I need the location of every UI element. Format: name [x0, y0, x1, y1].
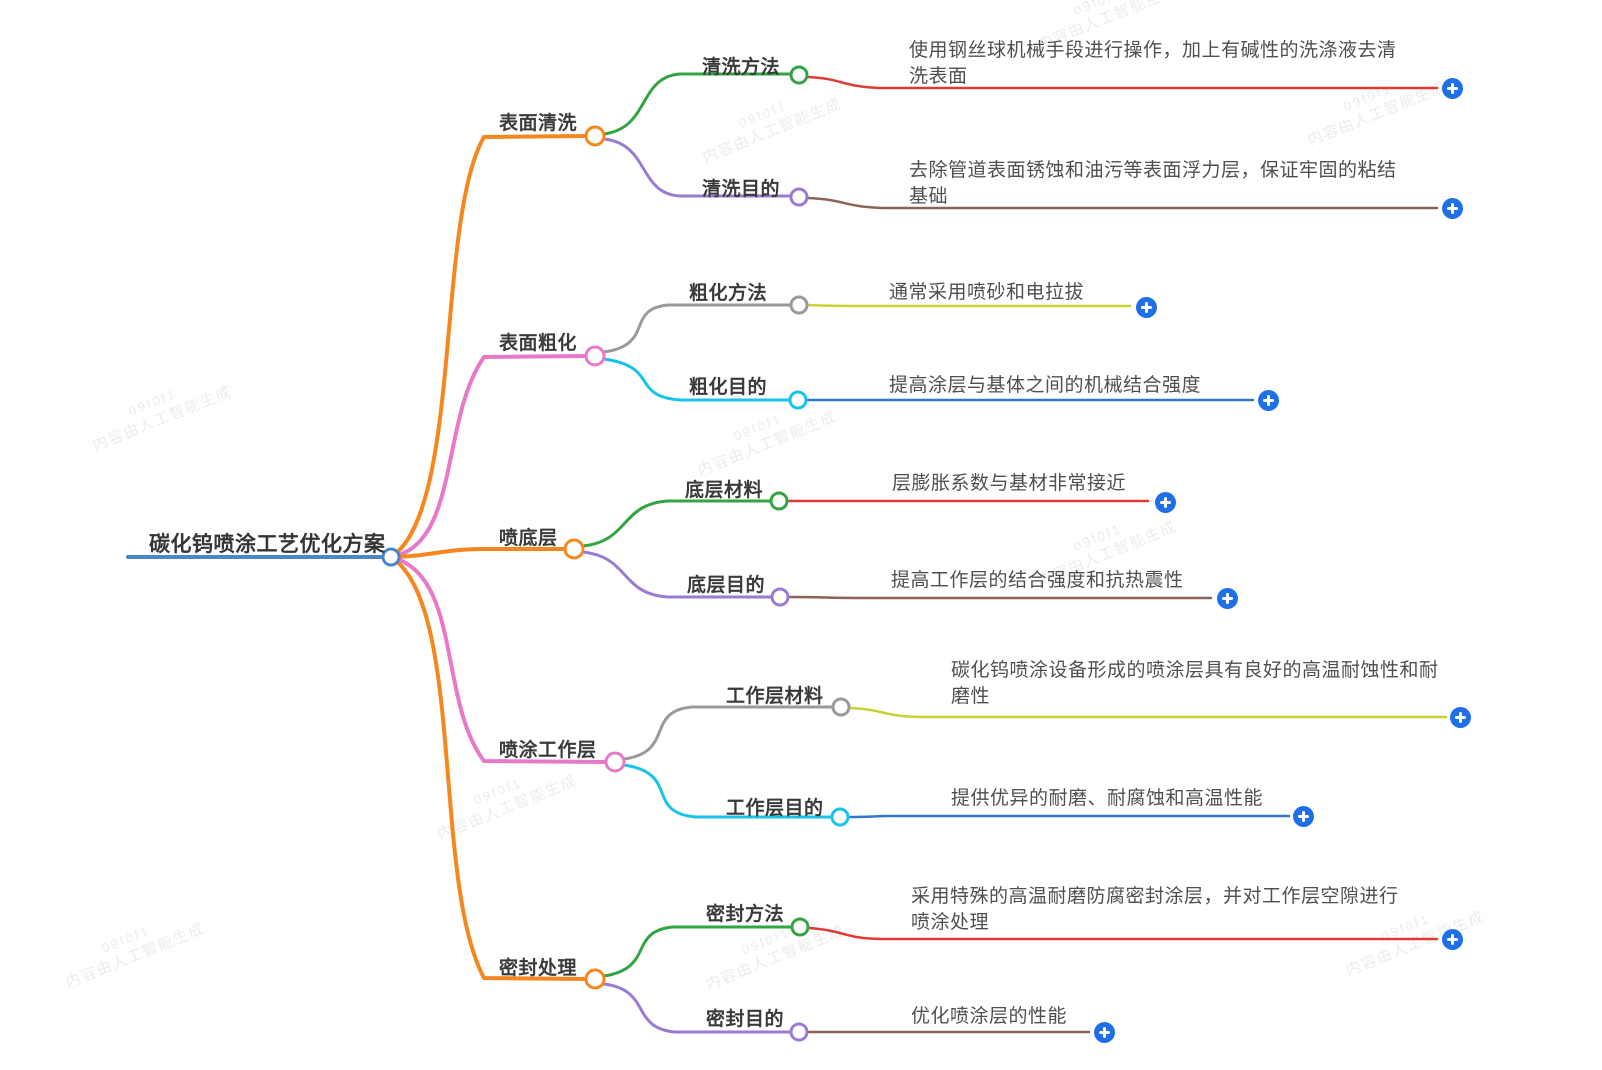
leaf-line-text: 基础 — [909, 186, 949, 207]
subnode-label-base-purpose[interactable]: 底层目的 — [687, 575, 766, 596]
node-circle-working-purpose[interactable] — [830, 807, 850, 827]
subnode-label-roughening-method[interactable]: 粗化方法 — [689, 283, 768, 304]
subnode-label-sealing-purpose[interactable]: 密封目的 — [706, 1009, 785, 1030]
plus-icon[interactable] — [1094, 1022, 1115, 1043]
subnode-label-cleaning-purpose[interactable]: 清洗目的 — [702, 179, 781, 200]
subnode-label-roughening-purpose[interactable]: 粗化目的 — [689, 377, 768, 398]
subnode-label-working-purpose[interactable]: 工作层目的 — [726, 798, 824, 819]
subbranch-curve-working-purpose — [622, 763, 834, 819]
node-circle-roughening-purpose[interactable] — [788, 390, 808, 410]
node-circle-base-material[interactable] — [769, 491, 789, 511]
node-circle-working-layer[interactable] — [604, 751, 626, 773]
plus-icon[interactable] — [1258, 390, 1279, 411]
node-circle-roughening-method[interactable] — [789, 295, 809, 315]
leaf-line-text: 采用特殊的高温耐磨防腐密封涂层，并对工作层空隙进行 — [911, 886, 1399, 907]
subbranch-curve-sealing-purpose — [602, 982, 792, 1034]
leaf-text-base-material[interactable]: 层膨胀系数与基材非常接近 — [892, 471, 1126, 497]
subnode-label-base-material[interactable]: 底层材料 — [685, 480, 764, 501]
branch-label-surface-roughening[interactable]: 表面粗化 — [499, 333, 578, 354]
leaf-line-text: 通常采用喷砂和电拉拔 — [889, 282, 1085, 303]
leaf-line-sealing-method — [807, 926, 1439, 941]
leaf-line-text: 喷涂处理 — [911, 912, 990, 933]
branch-curve-working-layer — [389, 555, 608, 764]
node-circle-working-material[interactable] — [831, 697, 851, 717]
leaf-line-text: 使用钢丝球机械手段进行操作，加上有碱性的洗涤液去清 — [909, 40, 1397, 61]
subnode-label-sealing-method[interactable]: 密封方法 — [706, 904, 785, 925]
leaf-line-base-purpose — [787, 595, 1213, 600]
plus-icon[interactable] — [1136, 297, 1157, 318]
leaf-line-text: 提高工作层的结合强度和抗热震性 — [891, 570, 1184, 591]
node-circle-sealing-method[interactable] — [790, 917, 810, 937]
branch-curve-surface-roughening — [389, 354, 588, 559]
subbranch-curve-working-material — [622, 705, 835, 761]
node-circle-sealing[interactable] — [584, 968, 606, 990]
branch-curve-sealing — [389, 555, 588, 981]
leaf-text-cleaning-method[interactable]: 使用钢丝球机械手段进行操作，加上有碱性的洗涤液去清 洗表面 — [909, 38, 1397, 90]
plus-icon[interactable] — [1155, 492, 1176, 513]
subbranch-curve-cleaning-purpose — [602, 137, 793, 198]
node-circle-surface-roughening[interactable] — [584, 345, 606, 367]
subbranch-curve-cleaning-method — [602, 72, 793, 136]
leaf-line-text: 层膨胀系数与基材非常接近 — [892, 473, 1127, 494]
leaf-line-text: 提高涂层与基体之间的机械结合强度 — [889, 375, 1202, 396]
leaf-text-working-purpose[interactable]: 提供优异的耐磨、耐腐蚀和高温性能 — [951, 786, 1263, 812]
plus-icon[interactable] — [1442, 929, 1463, 950]
subnode-label-cleaning-method[interactable]: 清洗方法 — [702, 57, 781, 78]
plus-icon[interactable] — [1217, 588, 1238, 609]
leaf-line-text: 磨性 — [951, 686, 991, 707]
node-circle-cleaning-method[interactable] — [789, 65, 809, 85]
leaf-text-roughening-method[interactable]: 通常采用喷砂和电拉拔 — [889, 280, 1084, 306]
leaf-line-working-material — [848, 706, 1448, 719]
subbranch-curve-base-material — [581, 499, 773, 548]
node-circle-root[interactable] — [381, 547, 401, 567]
leaf-line-text: 去除管道表面锈蚀和油污等表面浮力层，保证牢固的粘结 — [909, 160, 1397, 181]
node-circle-sealing-purpose[interactable] — [789, 1022, 809, 1042]
leaf-text-base-purpose[interactable]: 提高工作层的结合强度和抗热震性 — [891, 568, 1184, 594]
plus-icon[interactable] — [1293, 806, 1314, 827]
branch-label-surface-cleaning[interactable]: 表面清洗 — [499, 113, 578, 134]
leaf-text-working-material[interactable]: 碳化钨喷涂设备形成的喷涂层具有良好的高温耐蚀性和耐 磨性 — [951, 658, 1439, 710]
branch-curve-base-layer — [389, 547, 567, 559]
leaf-text-sealing-method[interactable]: 采用特殊的高温耐磨防腐密封涂层，并对工作层空隙进行 喷涂处理 — [911, 884, 1399, 936]
branch-curve-surface-cleaning — [389, 134, 588, 559]
leaf-text-roughening-purpose[interactable]: 提高涂层与基体之间的机械结合强度 — [889, 373, 1201, 399]
plus-icon[interactable] — [1442, 78, 1463, 99]
node-circle-cleaning-purpose[interactable] — [789, 187, 809, 207]
leaf-line-text: 洗表面 — [909, 66, 968, 87]
leaf-text-sealing-purpose[interactable]: 优化喷涂层的性能 — [911, 1004, 1067, 1030]
branch-label-working-layer[interactable]: 喷涂工作层 — [499, 740, 597, 761]
leaf-line-text: 提供优异的耐磨、耐腐蚀和高温性能 — [951, 788, 1264, 809]
subbranch-curve-sealing-method — [602, 925, 793, 978]
leaf-line-roughening-method — [805, 303, 1132, 308]
subbranch-curve-roughening-method — [602, 303, 793, 354]
plus-icon[interactable] — [1450, 707, 1471, 728]
leaf-line-text: 碳化钨喷涂设备形成的喷涂层具有良好的高温耐蚀性和耐 — [951, 660, 1439, 681]
subbranch-curve-base-purpose — [581, 550, 774, 599]
node-circle-base-layer[interactable] — [563, 538, 585, 560]
leaf-text-cleaning-purpose[interactable]: 去除管道表面锈蚀和油污等表面浮力层，保证牢固的粘结 基础 — [909, 158, 1397, 210]
subnode-label-working-material[interactable]: 工作层材料 — [726, 686, 824, 707]
branch-label-base-layer[interactable]: 喷底层 — [499, 528, 558, 549]
leaf-line-working-purpose — [847, 814, 1291, 819]
node-circle-surface-cleaning[interactable] — [584, 125, 606, 147]
root-node-label[interactable]: 碳化钨喷涂工艺优化方案 — [149, 533, 386, 556]
branch-label-sealing[interactable]: 密封处理 — [499, 958, 578, 979]
plus-icon[interactable] — [1442, 198, 1463, 219]
node-circle-base-purpose[interactable] — [770, 587, 790, 607]
leaf-line-text: 优化喷涂层的性能 — [911, 1006, 1068, 1027]
subbranch-curve-roughening-purpose — [602, 357, 792, 402]
leaf-line-cleaning-method — [806, 75, 1439, 90]
leaf-line-cleaning-purpose — [806, 196, 1439, 210]
